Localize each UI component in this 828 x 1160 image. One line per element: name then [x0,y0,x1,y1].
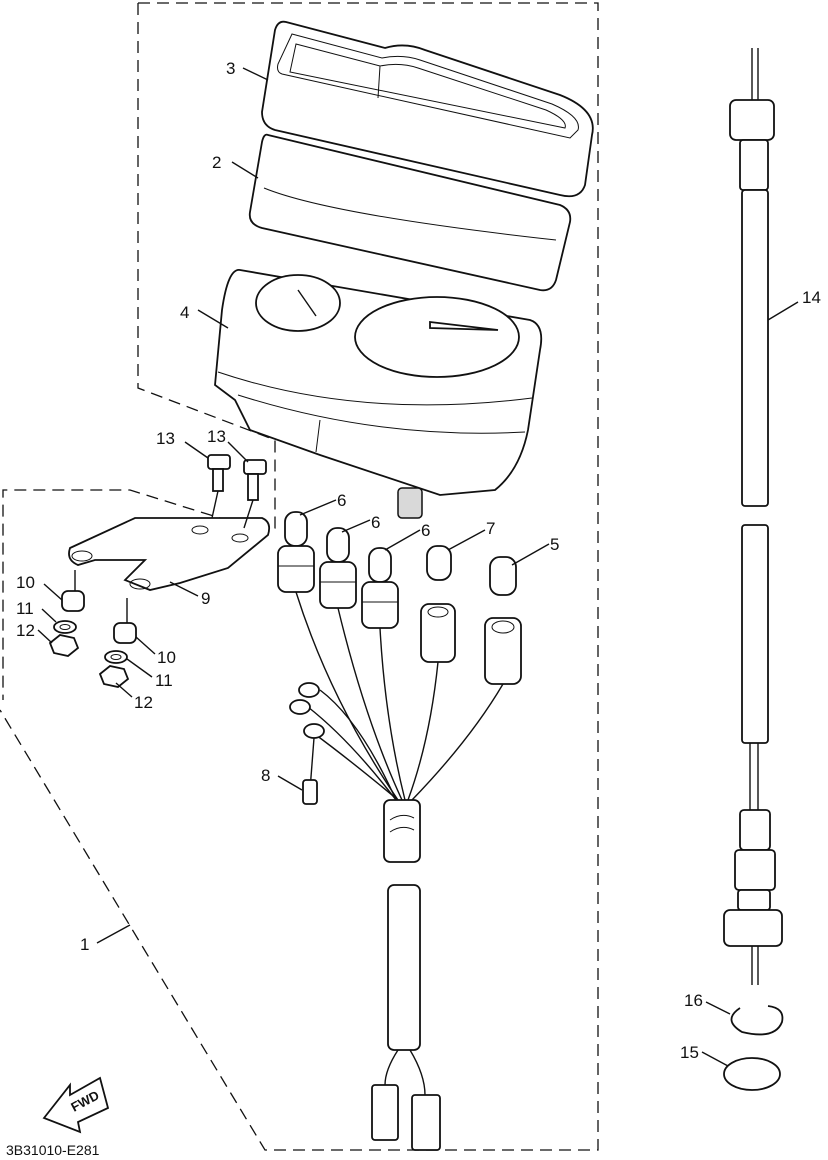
callout-2: 2 [212,153,221,172]
callout-5: 5 [550,535,559,554]
bulb-socket-6a [277,511,315,593]
callout-3: 3 [226,59,235,78]
callout-10-left: 10 [16,573,35,592]
washer-11-right [104,650,128,664]
callout-12-right: 12 [134,693,153,712]
drawing-code: 3B31010-E281 [6,1142,100,1158]
o-ring-15 [723,1057,781,1091]
callout-9: 9 [201,589,210,608]
meter-rim-cover [261,20,594,198]
bolt-13-left [207,454,231,519]
callout-12-left: 12 [16,621,35,640]
callout-11-left: 11 [16,599,34,618]
bulb-socket-6c [361,547,399,629]
circlip-16 [730,1005,784,1036]
callout-13-left: 13 [156,429,175,448]
meter-body [214,269,543,519]
washer-11-left [53,620,77,634]
bulb-7 [420,545,456,663]
bolt-13-right [243,459,267,529]
callout-10-right: 10 [157,648,176,667]
bulb-socket-6b [319,527,357,609]
screw-8 [302,737,318,805]
callout-15: 15 [680,1043,699,1062]
meter-cable [723,48,783,985]
wiring-harness [289,591,504,1151]
callout-7: 7 [486,519,495,538]
nut-12-right [98,665,130,688]
callout-labels: 3 2 4 13 13 6 6 6 7 5 9 10 11 12 10 11 1… [16,59,821,1062]
callout-6-c: 6 [421,521,430,540]
leader-lines [37,67,799,1067]
nut-12-left [48,634,80,657]
meter-lens-panel [248,133,572,292]
fwd-arrow-icon: FWD [42,1076,110,1134]
callout-14: 14 [802,288,821,307]
callout-11-right: 11 [155,671,173,690]
grommet-10-right [113,598,137,644]
callout-6-b: 6 [371,513,380,532]
callout-16: 16 [684,991,703,1010]
callout-4: 4 [180,303,189,322]
bulb-5 [484,556,522,685]
callout-8: 8 [261,766,270,785]
callout-13-right: 13 [207,427,226,446]
callout-6-a: 6 [337,491,346,510]
callout-1: 1 [80,935,89,954]
grommet-10-left [61,570,85,612]
mounting-bracket [68,517,271,591]
